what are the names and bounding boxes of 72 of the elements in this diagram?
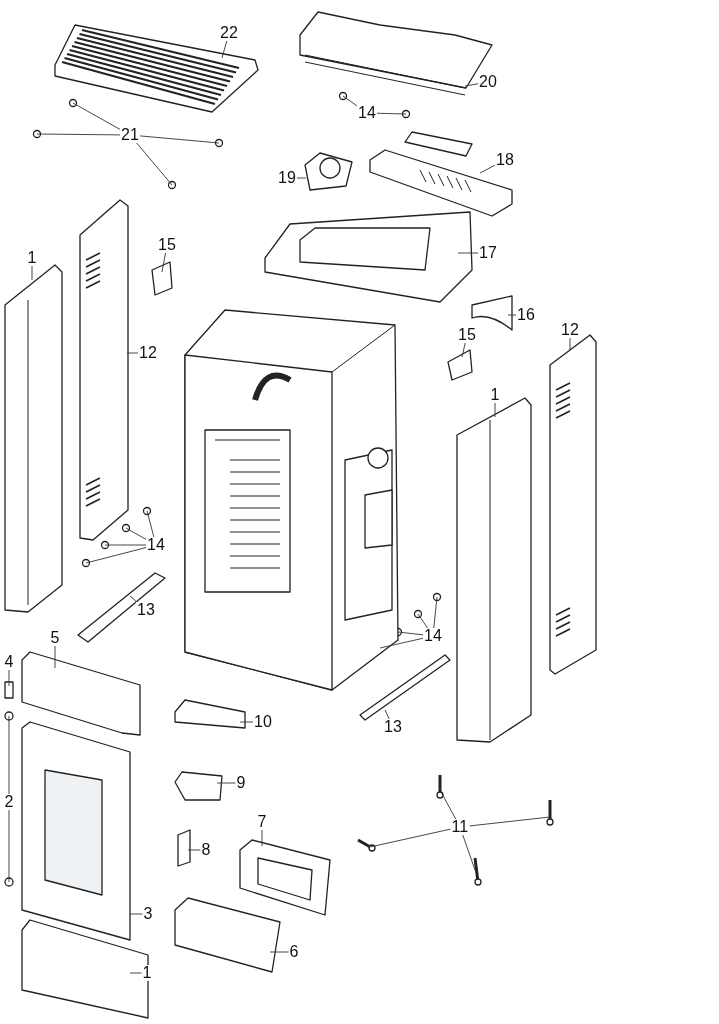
leader-line [126, 352, 139, 354]
callout-number: 10 [253, 714, 273, 730]
callout-number: 14 [146, 537, 166, 553]
callout-number: 14 [357, 105, 377, 121]
leader-line [239, 721, 254, 723]
leader-line [569, 337, 571, 351]
leader-line [433, 596, 438, 629]
leader-line [216, 782, 236, 784]
callout-number: 3 [142, 906, 154, 922]
leader-line [31, 265, 33, 281]
leader-line [8, 669, 10, 687]
callout-number: 13 [136, 602, 156, 618]
leader-line [369, 828, 451, 848]
callout-number: 12 [560, 322, 580, 338]
leader-line [104, 544, 147, 546]
leader-line [72, 102, 121, 130]
callout-number: 6 [288, 944, 300, 960]
callout-number: 17 [478, 245, 498, 261]
leader-line [8, 715, 10, 795]
leader-line [8, 809, 10, 883]
leader-line [462, 834, 476, 871]
callout-number: 1 [489, 387, 501, 403]
leader-line [397, 631, 424, 636]
callout-number: 19 [277, 170, 297, 186]
leader-line [461, 342, 466, 358]
callout-number: 18 [495, 152, 515, 168]
callout-number: 11 [450, 819, 470, 835]
leader-line [221, 40, 228, 59]
callout-number: 1 [26, 250, 38, 266]
leader-line [494, 402, 496, 418]
callout-number: 13 [383, 719, 403, 735]
callout-number: 16 [516, 307, 536, 323]
leader-line [469, 816, 551, 827]
callout-number: 4 [3, 654, 15, 670]
leader-line [129, 972, 142, 974]
leader-line [379, 637, 424, 649]
leader-line [417, 613, 428, 629]
leader-line [85, 547, 147, 564]
leader-line [384, 709, 390, 720]
callout-number: 20 [478, 74, 498, 90]
leader-line [296, 177, 307, 179]
leader-line [342, 95, 358, 107]
leader-line [439, 789, 457, 820]
leader-line [125, 527, 147, 540]
leader-line [376, 112, 407, 115]
leader-line [187, 849, 201, 851]
leader-line [464, 83, 479, 87]
leader-line [136, 142, 173, 186]
leader-line [139, 135, 220, 144]
leader-line [129, 595, 138, 603]
leader-line [507, 314, 517, 316]
callout-number: 1 [141, 965, 153, 981]
callout-number: 2 [3, 794, 15, 810]
callout-number: 5 [49, 630, 61, 646]
callout-number: 7 [256, 814, 268, 830]
callout-number: 15 [457, 327, 477, 343]
leader-line [36, 133, 121, 136]
leader-line [269, 951, 289, 953]
callout-number: 8 [200, 842, 212, 858]
leader-line [161, 252, 166, 273]
callout-number: 14 [423, 628, 443, 644]
callout-number: 21 [120, 127, 140, 143]
leader-line [261, 829, 263, 847]
leader-line [54, 645, 56, 669]
leader-line [479, 164, 496, 174]
leader-line [129, 913, 143, 915]
callout-number: 9 [235, 775, 247, 791]
leader-line [457, 252, 479, 254]
callout-number: 15 [157, 237, 177, 253]
callout-number: 22 [219, 25, 239, 41]
leader-line [146, 510, 155, 538]
callout-number: 12 [138, 345, 158, 361]
